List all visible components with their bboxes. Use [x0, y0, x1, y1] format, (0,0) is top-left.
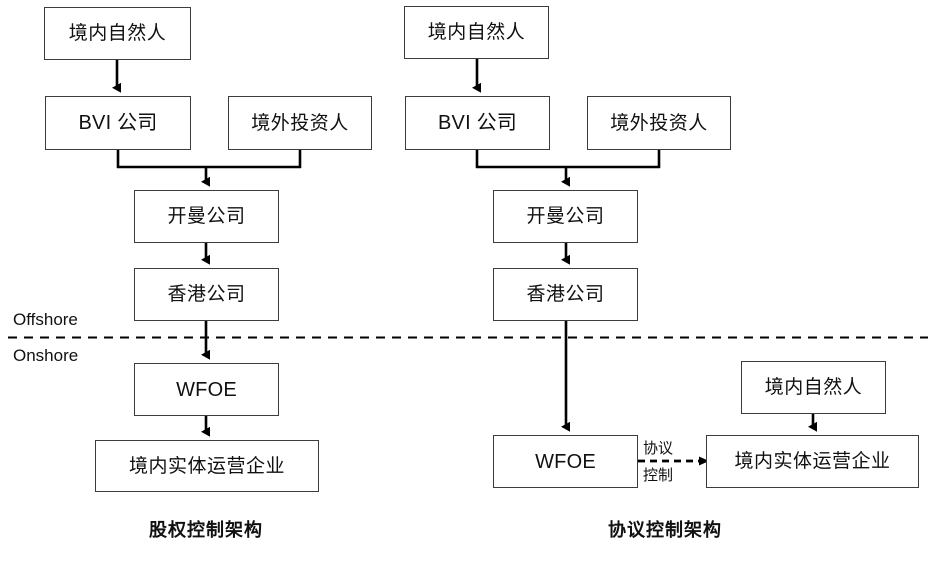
- node-hongkong-left[interactable]: 香港公司: [134, 268, 279, 321]
- node-cayman-left[interactable]: 开曼公司: [134, 190, 279, 243]
- offshore-label: Offshore: [13, 310, 78, 329]
- node-operating-entity-left[interactable]: 境内实体运营企业: [95, 440, 319, 492]
- node-operating-entity-right[interactable]: 境内实体运营企业: [706, 435, 919, 488]
- onshore-label: Onshore: [13, 346, 79, 365]
- node-bvi-right[interactable]: BVI 公司: [405, 96, 550, 150]
- vie-link-label-line2: 控制: [643, 467, 674, 484]
- node-prc-individual-right-bottom[interactable]: 境内自然人: [741, 361, 886, 414]
- node-offshore-investor-right[interactable]: 境外投资人: [587, 96, 731, 150]
- caption-left-equity-control: 股权控制架构: [149, 520, 263, 540]
- vie-link-label-line1: 协议: [643, 440, 674, 457]
- node-bvi-left[interactable]: BVI 公司: [45, 96, 191, 150]
- node-wfoe-right[interactable]: WFOE: [493, 435, 638, 488]
- node-prc-individual-right-top[interactable]: 境内自然人: [404, 6, 549, 59]
- node-wfoe-left[interactable]: WFOE: [134, 363, 279, 416]
- node-hongkong-right[interactable]: 香港公司: [493, 268, 638, 321]
- node-offshore-investor-left[interactable]: 境外投资人: [228, 96, 372, 150]
- node-prc-individual-left[interactable]: 境内自然人: [44, 7, 191, 60]
- caption-right-vie-control: 协议控制架构: [608, 520, 722, 540]
- node-cayman-right[interactable]: 开曼公司: [493, 190, 638, 243]
